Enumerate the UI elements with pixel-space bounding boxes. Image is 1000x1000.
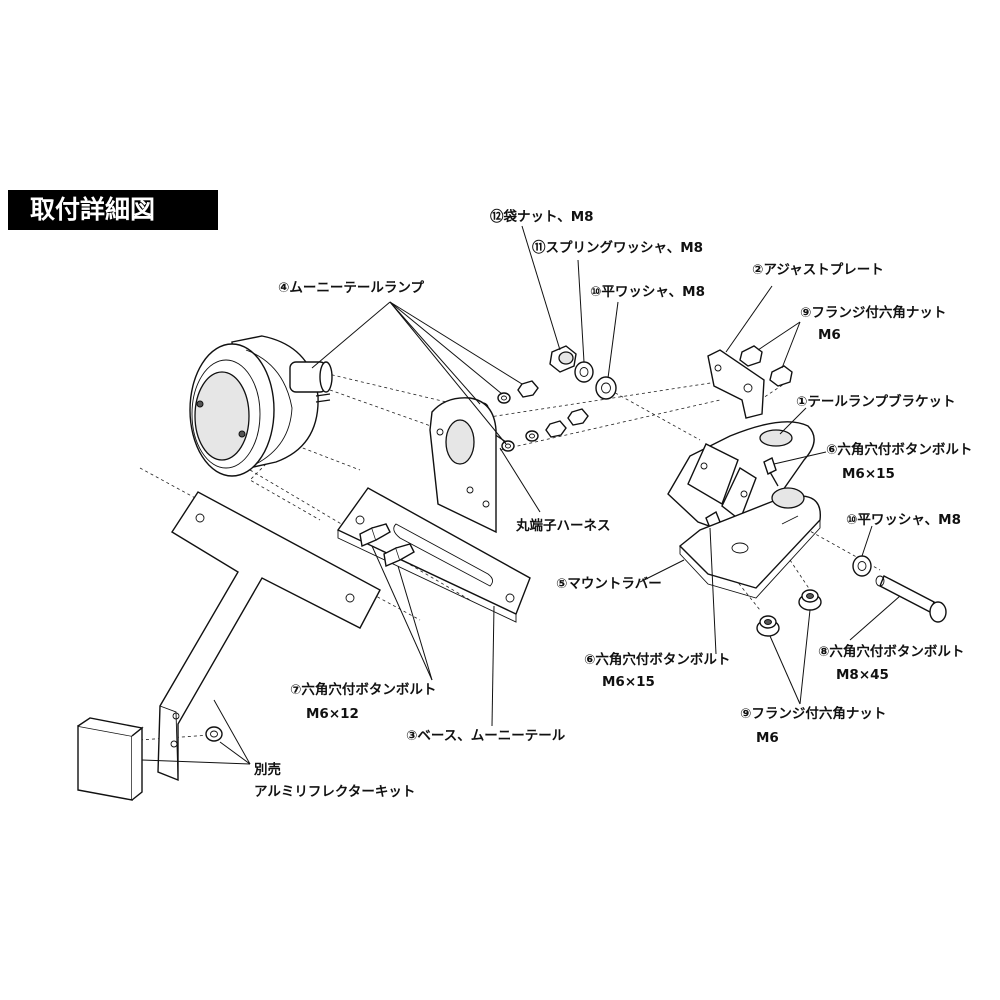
label-tail-lamp: ④ムーニーテールランプ: [278, 280, 425, 296]
label-mount-rubber: ⑤マウントラバー: [556, 576, 662, 592]
label-flange-nut-top: ⑨フランジ付六角ナット: [800, 305, 947, 321]
label-flat-washer-m8-top: ⑩平ワッシャ、M8: [590, 284, 705, 300]
m8x45-bolt-and-washer: [852, 555, 947, 623]
label-button-bolt-m6x15-mid: ⑥六角穴付ボタンボルト: [584, 652, 731, 668]
label-button-bolt-m6x15-top: ⑥六角穴付ボタンボルト: [826, 442, 973, 458]
label-reflector-kit: アルミリフレクターキット: [254, 784, 416, 800]
label-button-bolt-m8x45-size: M8×45: [836, 667, 889, 683]
label-button-bolt-m6x12-size: M6×12: [306, 706, 359, 722]
m6-flange-nuts-bottom: [756, 589, 822, 637]
aluminum-reflector: [77, 717, 223, 801]
label-acorn-nut-m8: ⑫袋ナット、M8: [490, 209, 594, 225]
leader-lines: [141, 225, 901, 765]
label-flat-washer-m8-right: ⑩平ワッシャ、M8: [846, 512, 961, 528]
label-base: ③ベース、ムーニーテール: [406, 728, 566, 744]
label-tail-lamp-bracket: ①テールランプブラケット: [796, 394, 956, 410]
label-button-bolt-m6x12: ⑦六角穴付ボタンボルト: [290, 682, 437, 698]
adjust-plate: [707, 345, 793, 419]
label-button-bolt-m8x45: ⑧六角穴付ボタンボルト: [818, 644, 965, 660]
label-sold-separately: 別売: [254, 762, 281, 778]
reflector-stay: [157, 491, 381, 782]
diagram-title: 取付詳細図: [8, 190, 218, 230]
label-adjust-plate: ②アジャストプレート: [752, 262, 884, 278]
label-button-bolt-m6x15-mid-size: M6×15: [602, 674, 655, 690]
label-flange-nut-top-size: M6: [818, 327, 841, 343]
tail-lamp: [189, 335, 333, 477]
base-bracket: [336, 397, 531, 623]
label-flange-nut-bottom-size: M6: [756, 730, 779, 746]
label-spring-washer-m8: ⑪スプリングワッシャ、M8: [532, 240, 704, 256]
label-flange-nut-bottom: ⑨フランジ付六角ナット: [740, 706, 887, 722]
m6x12-bolts: [359, 523, 415, 567]
label-ring-terminal-harness: 丸端子ハーネス: [516, 518, 611, 534]
m8-fasteners: [549, 345, 617, 400]
label-button-bolt-m6x15-top-size: M6×15: [842, 466, 895, 482]
mount-rubber: [678, 487, 821, 599]
